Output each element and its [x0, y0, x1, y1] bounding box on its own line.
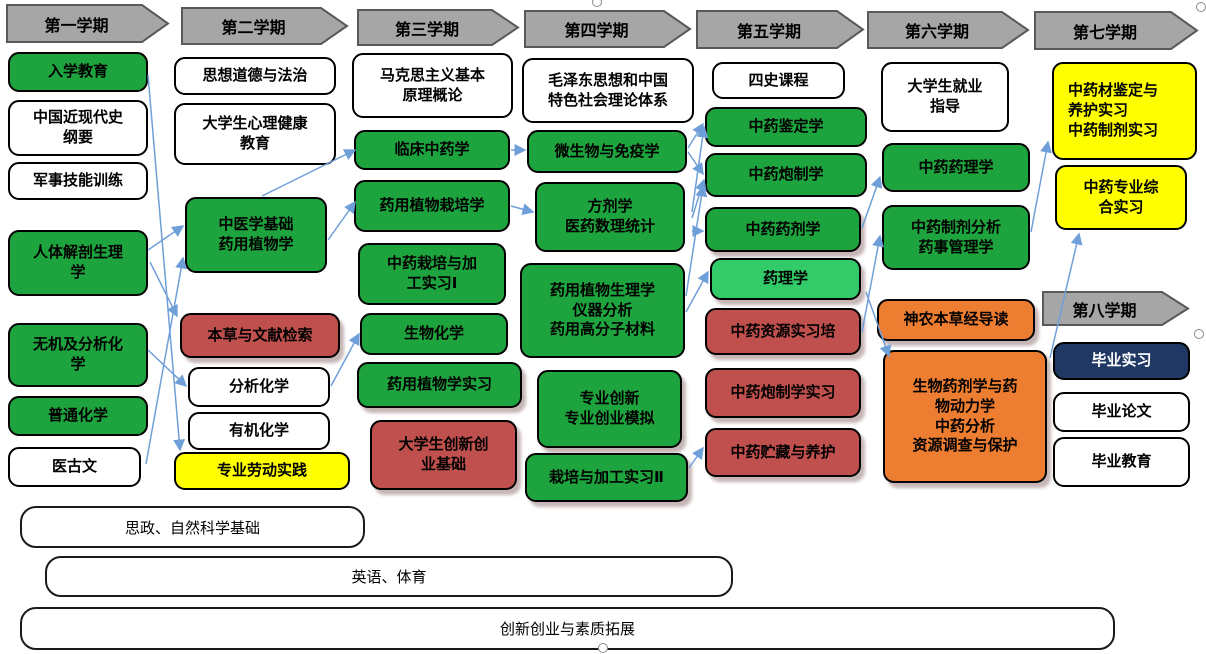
course-box: 入学教育 — [8, 52, 148, 92]
selection-handle — [1196, 2, 1206, 12]
course-box: 中国近现代史 纲要 — [8, 100, 148, 156]
course-box: 普通化学 — [8, 396, 148, 436]
course-box: 有机化学 — [188, 412, 330, 450]
selection-handle — [1194, 329, 1204, 339]
course-box: 思想道德与法治 — [174, 57, 336, 95]
course-box: 中药资源实习培 — [705, 308, 861, 355]
prerequisite-arrow — [1030, 140, 1052, 233]
course-box: 马克思主义基本 原理概论 — [352, 53, 513, 118]
course-box: 医古文 — [8, 447, 141, 487]
prerequisite-arrow — [685, 270, 709, 313]
prerequisite-arrow — [510, 203, 535, 216]
course-box: 毕业实习 — [1053, 342, 1190, 380]
prerequisite-arrow — [687, 151, 704, 176]
course-box: 中药专业综 合实习 — [1055, 165, 1187, 230]
course-box: 人体解剖生理 学 — [8, 230, 148, 296]
prerequisite-arrow — [685, 184, 708, 297]
course-box: 中药炮制学实习 — [705, 368, 861, 418]
semester-header-label: 第五学期 — [736, 23, 801, 41]
course-box: 方剂学 医药数理统计 — [535, 182, 685, 252]
course-box: 毕业论文 — [1053, 392, 1190, 432]
course-box: 专业创新 专业创业模拟 — [537, 370, 682, 448]
course-box: 军事技能训练 — [8, 162, 148, 200]
course-box: 中药材鉴定与 养护实习 中药制剂实习 — [1052, 62, 1197, 160]
course-box: 药用植物栽培学 — [354, 180, 510, 232]
course-box: 四史课程 — [712, 62, 845, 99]
course-box: 分析化学 — [188, 367, 330, 407]
course-box: 栽培与加工实习Ⅱ — [525, 453, 688, 502]
semester-header-label: 第二学期 — [221, 20, 286, 37]
course-box: 大学生创新创 业基础 — [370, 420, 517, 490]
course-box: 中药制剂分析 药事管理学 — [882, 205, 1030, 270]
course-box: 临床中药学 — [354, 130, 510, 170]
track-bar: 思政、自然科学基础 — [20, 506, 365, 548]
semester-header-label: 第三学期 — [394, 21, 459, 39]
prerequisite-arrow — [691, 125, 709, 213]
semester-header-label: 第一学期 — [44, 17, 109, 35]
course-box: 中药贮藏与养护 — [705, 428, 861, 477]
course-box: 毛泽东思想和中国 特色社会理论体系 — [522, 58, 694, 123]
selection-handle — [598, 643, 608, 653]
course-box: 药用植物生理学 仪器分析 药用高分子材料 — [520, 263, 685, 358]
prerequisite-arrow — [147, 349, 188, 388]
semester-header-label: 第八学期 — [1072, 302, 1137, 320]
prerequisite-arrow — [327, 200, 356, 241]
course-box: 中药栽培与加 工实习Ⅰ — [358, 243, 506, 305]
prerequisite-arrow — [687, 122, 704, 149]
track-bar: 英语、体育 — [45, 556, 733, 597]
track-bar: 创新创业与素质拓展 — [20, 607, 1115, 650]
course-box: 药理学 — [710, 258, 861, 300]
course-box: 本草与文献检索 — [180, 313, 340, 358]
course-box: 微生物与免疫学 — [527, 130, 687, 173]
prerequisite-arrow — [145, 256, 188, 465]
course-box: 专业劳动实践 — [174, 452, 350, 490]
selection-handle — [592, 0, 602, 7]
prerequisite-arrow — [691, 178, 707, 219]
course-box: 药用植物学实习 — [357, 362, 522, 408]
course-box: 生物化学 — [360, 313, 508, 355]
semester-header-label: 第七学期 — [1072, 24, 1137, 42]
course-box: 大学生心理健康 教育 — [174, 103, 336, 165]
semester-header-label: 第六学期 — [904, 24, 969, 41]
course-box: 中药炮制学 — [705, 153, 867, 197]
prerequisite-arrow — [149, 261, 178, 318]
course-box: 中药药剂学 — [705, 207, 861, 252]
prerequisite-arrow — [688, 446, 704, 469]
course-box: 无机及分析化 学 — [8, 323, 148, 387]
prerequisite-arrow — [147, 225, 185, 251]
course-box: 生物药剂学与药 物动力学 中药分析 资源调查与保护 — [883, 350, 1047, 483]
course-box: 中药鉴定学 — [705, 107, 867, 147]
course-box: 神农本草经导读 — [877, 299, 1035, 341]
semester-header-label: 第四学期 — [564, 23, 629, 40]
course-box: 中医学基础 药用植物学 — [185, 197, 327, 273]
course-box: 大学生就业 指导 — [881, 62, 1009, 132]
course-box: 中药药理学 — [882, 143, 1030, 192]
course-box: 毕业教育 — [1053, 437, 1190, 487]
